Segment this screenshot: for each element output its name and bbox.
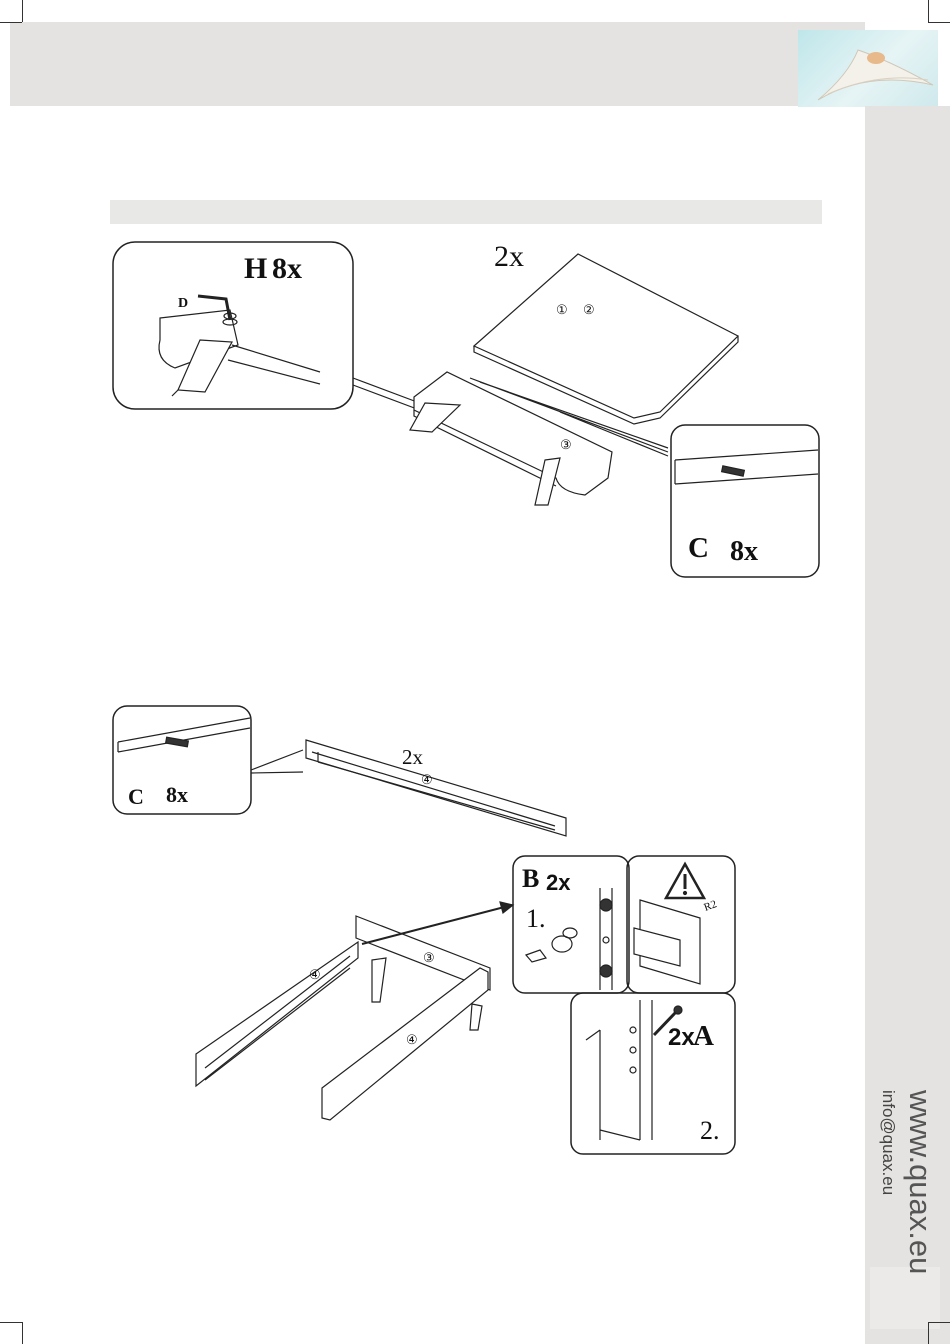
detail-b-count: 2x (546, 870, 570, 896)
part-d-label: D (178, 296, 188, 312)
bolt-letter: A (693, 1020, 714, 1053)
contact-block: www.quax.eu info@quax.eu (880, 1090, 940, 1260)
leader-arrow (362, 905, 512, 944)
bolt-count: 2x (668, 1024, 695, 1052)
detail-step-2: 2. (700, 1116, 720, 1146)
detail-h-count: 8x (272, 252, 302, 286)
frame-rail-number-b: ④ (406, 1032, 418, 1048)
detail-b-letter: B (522, 864, 539, 894)
arrow-icon (526, 950, 546, 962)
detail-c-count: 8x (730, 536, 758, 568)
frame-rail-number-a: ④ (309, 967, 321, 983)
detail-c-edge (675, 450, 818, 484)
dowel-icon (722, 466, 745, 476)
email-link[interactable]: info@quax.eu (878, 1090, 898, 1195)
rail-number-4: ④ (421, 772, 433, 788)
detail-c2-count: 8x (166, 782, 188, 808)
frame-number-3: ③ (560, 437, 572, 453)
panel-quantity: 2x (494, 240, 524, 274)
detail-h-letter: H (244, 252, 267, 286)
cam-fitting-icon (552, 888, 612, 990)
leader-line (251, 750, 303, 773)
dowel-icon (166, 737, 189, 747)
bed-frame-illustration (196, 916, 490, 1120)
detail-c2-letter: C (128, 784, 144, 810)
detail-c-letter: C (688, 532, 709, 565)
panel-illustration (474, 254, 738, 424)
rail-illustration (306, 740, 566, 836)
frame-end-number: ③ (423, 950, 435, 966)
panel-number-1: ① (556, 302, 568, 318)
detail-b-step: 1. (526, 904, 546, 934)
panel-number-2: ② (583, 302, 595, 318)
website-link[interactable]: www.quax.eu (902, 1090, 938, 1274)
rail-quantity: 2x (402, 745, 423, 770)
